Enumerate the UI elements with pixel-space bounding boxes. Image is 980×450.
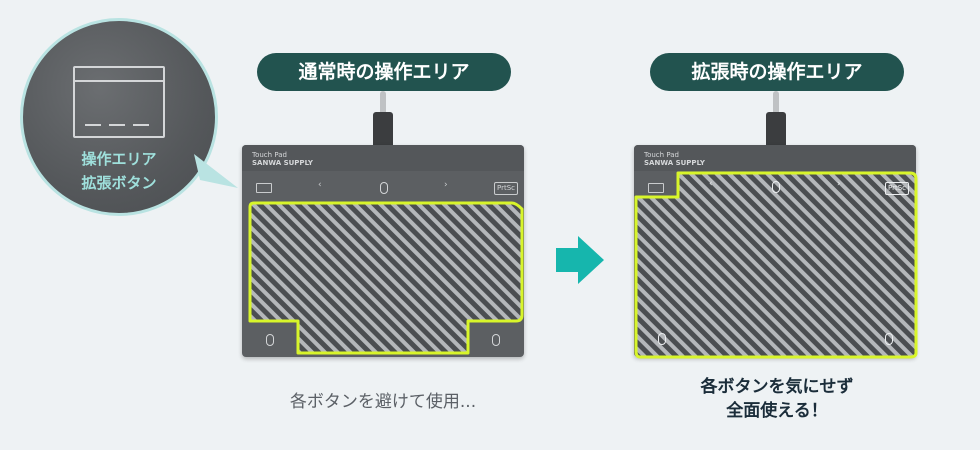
normal-operation-area <box>248 201 524 355</box>
usb-plug <box>766 112 786 152</box>
left-chevron-icon[interactable]: ‹ <box>709 179 713 189</box>
brand-label: Touch Pad SANWA SUPPLY <box>644 151 706 167</box>
area-expand-button[interactable] <box>256 183 272 193</box>
mouse-left-icon[interactable] <box>266 334 274 346</box>
expanded-caption-line1: 各ボタンを気にせず <box>700 377 854 397</box>
expanded-operation-area <box>634 171 918 359</box>
area-expand-button[interactable] <box>648 183 664 193</box>
prtsc-button[interactable]: PrtSc <box>885 182 910 195</box>
brand-label: Touch Pad SANWA SUPPLY <box>252 151 314 167</box>
normal-caption: 各ボタンを避けて使用... <box>289 392 477 412</box>
normal-mode-title: 通常時の操作エリア <box>257 53 511 91</box>
callout-label: 操作エリア 拡張ボタン <box>23 147 215 195</box>
expanded-mode-title: 拡張時の操作エリア <box>650 53 904 91</box>
usb-cable <box>773 91 779 119</box>
callout-line1: 操作エリア <box>81 150 157 168</box>
mouse-icon[interactable] <box>772 181 780 193</box>
right-chevron-icon[interactable]: › <box>444 180 448 190</box>
usb-plug <box>373 112 393 152</box>
arrow-right-icon <box>556 236 604 284</box>
expanded-caption-line2: 全面使える！ <box>726 401 828 421</box>
usb-cable <box>380 91 386 119</box>
mouse-left-icon[interactable] <box>658 333 666 345</box>
mouse-right-icon[interactable] <box>885 333 893 345</box>
prtsc-button[interactable]: PrtSc <box>494 182 519 195</box>
keyboard-icon <box>73 66 165 138</box>
zoom-callout: 操作エリア 拡張ボタン <box>20 18 218 216</box>
mouse-right-icon[interactable] <box>492 334 500 346</box>
left-chevron-icon[interactable]: ‹ <box>318 180 322 190</box>
expanded-caption: 各ボタンを気にせず 全面使える！ <box>632 375 922 423</box>
callout-pointer <box>194 154 238 188</box>
mouse-icon[interactable] <box>380 182 388 194</box>
right-chevron-icon[interactable]: › <box>837 179 841 189</box>
callout-line2: 拡張ボタン <box>81 174 157 192</box>
